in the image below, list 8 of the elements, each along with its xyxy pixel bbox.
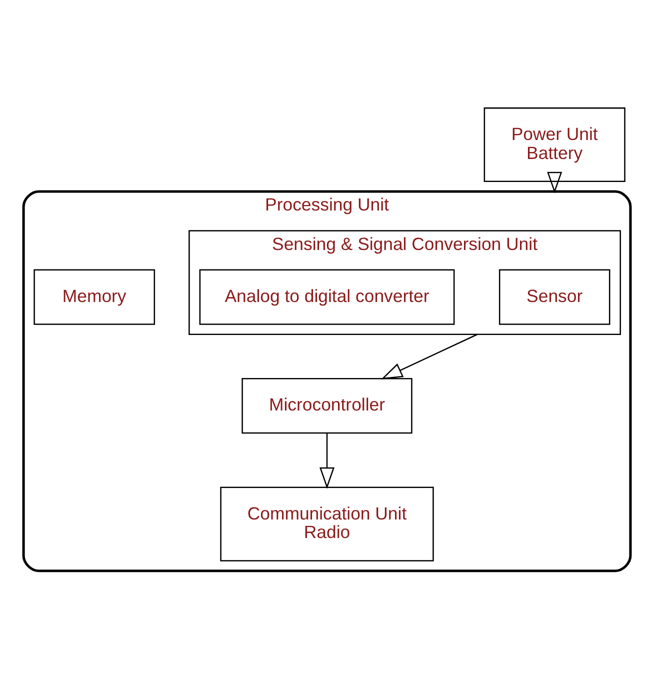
node-box: Analog to digital converter — [199, 269, 455, 325]
arrow — [319, 433, 335, 489]
node-box: Microcontroller — [242, 378, 412, 434]
node-box: Sensor — [498, 269, 610, 325]
arrow — [547, 172, 562, 194]
arrow — [381, 334, 478, 380]
node-box: Memory — [34, 269, 156, 325]
node-box: Communication Unit Radio — [220, 486, 434, 562]
